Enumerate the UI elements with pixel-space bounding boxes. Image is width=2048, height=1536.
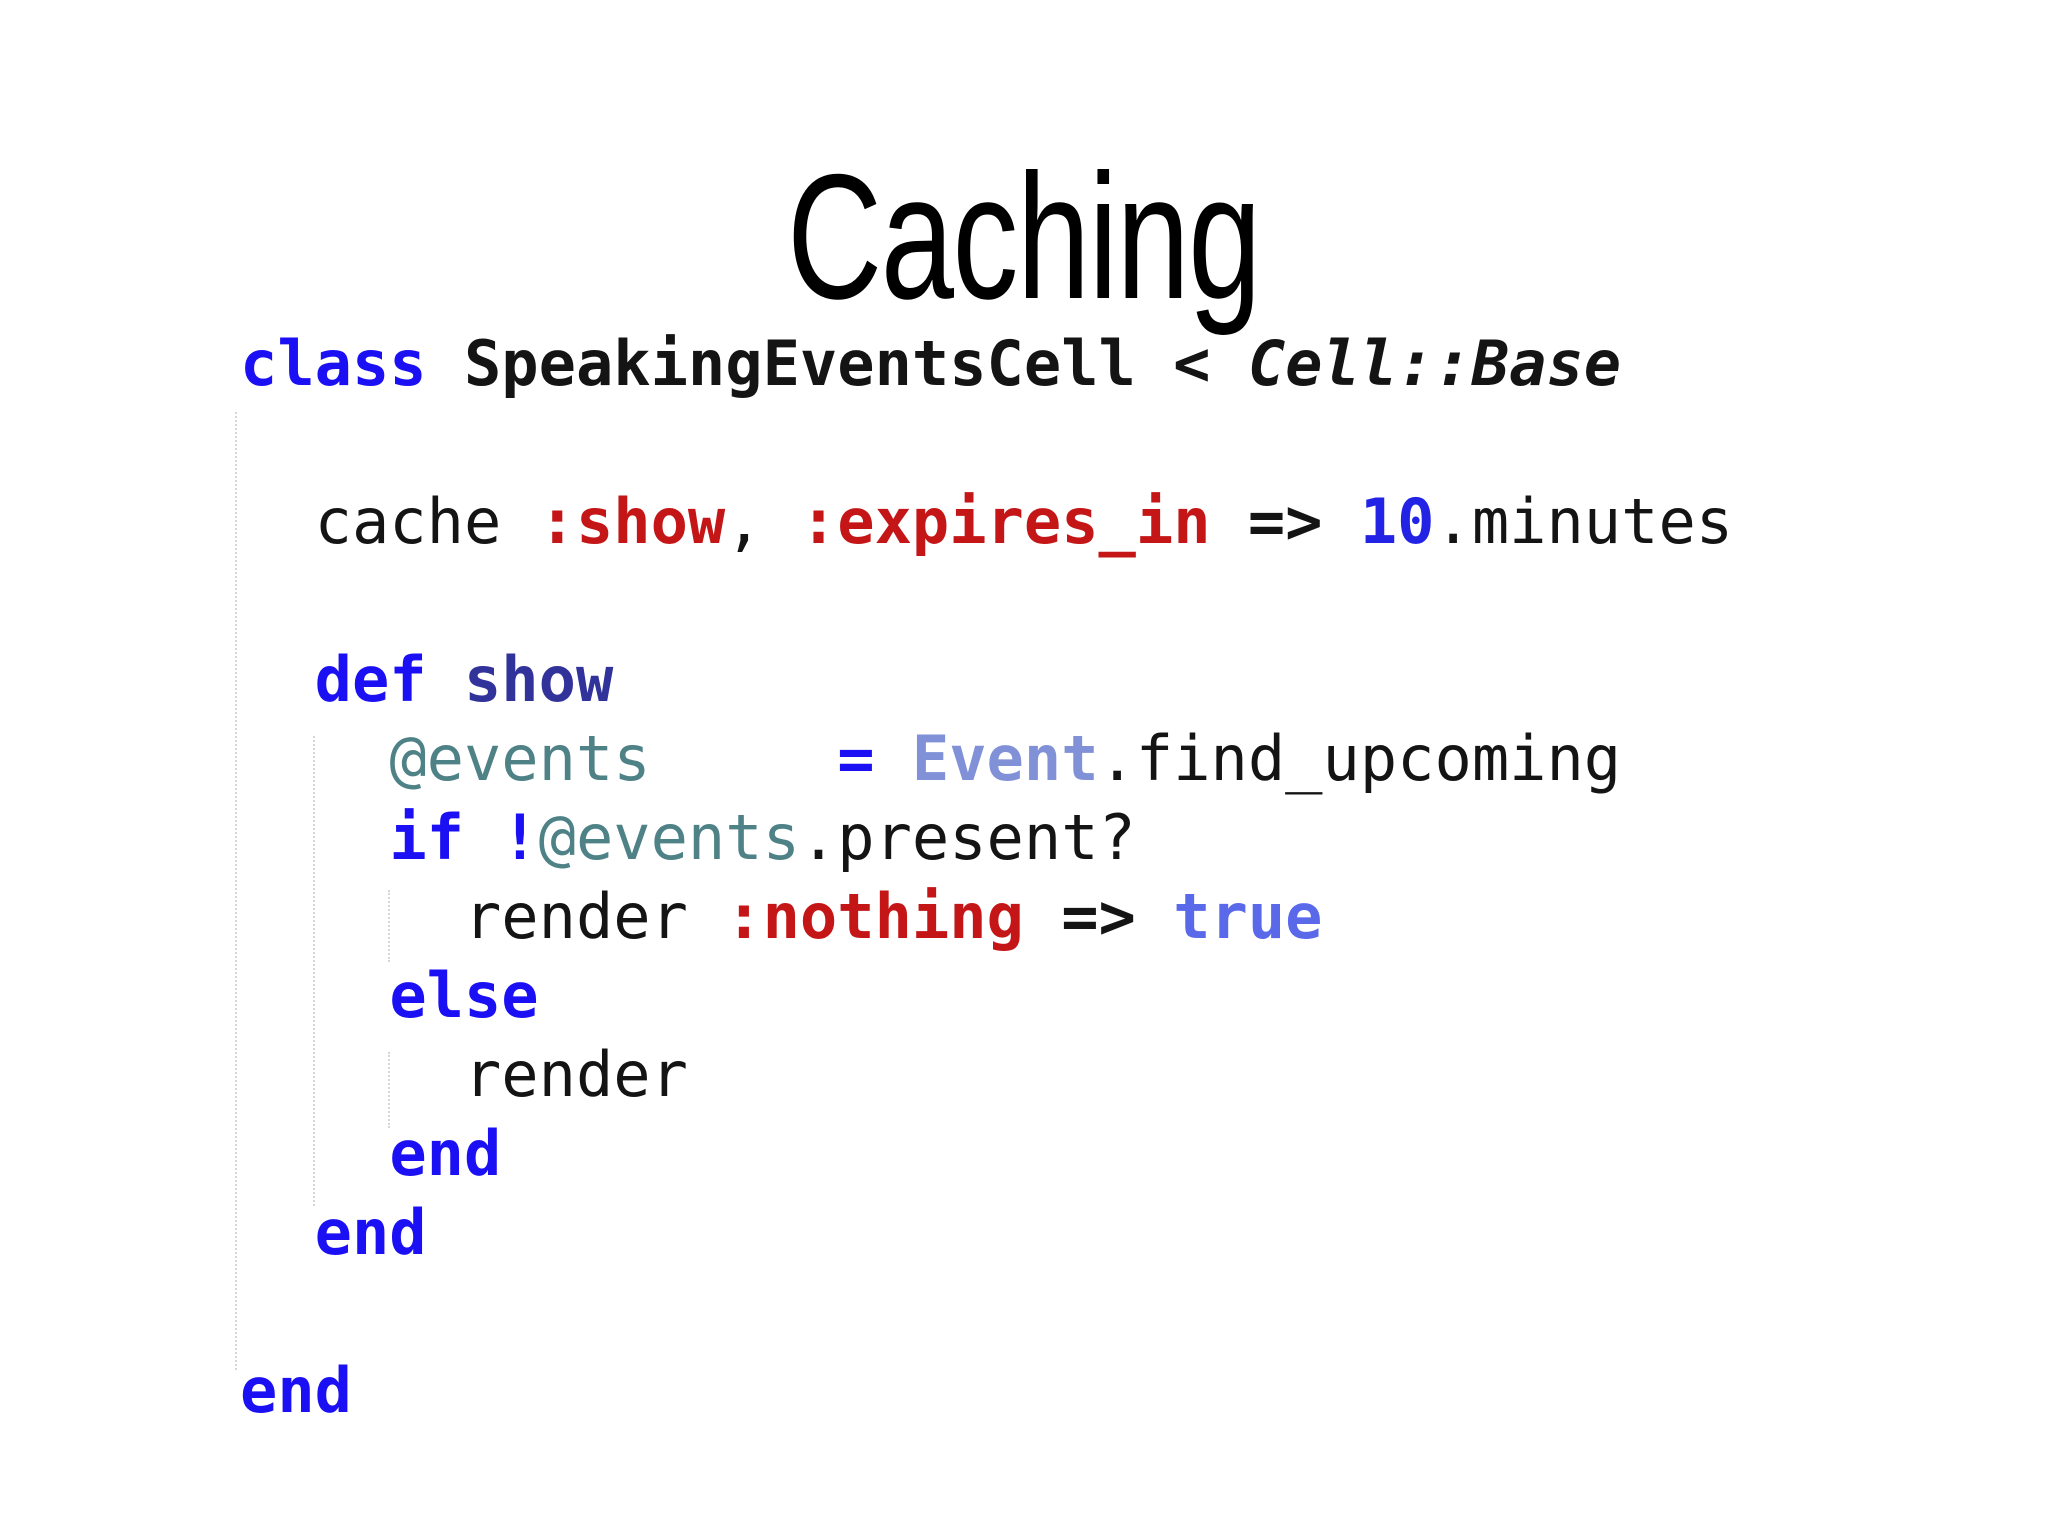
code-token: =>	[1061, 880, 1136, 953]
code-line: render	[240, 1035, 1733, 1114]
code-token: :nothing	[725, 880, 1024, 953]
code-line: class SpeakingEventsCell < Cell::Base	[240, 324, 1733, 403]
code-line: if !@events.present?	[240, 798, 1733, 877]
code-token: end	[389, 1117, 502, 1190]
code-token: @events	[538, 801, 800, 874]
code-line	[240, 403, 1733, 482]
code-token: render	[240, 1038, 688, 1111]
code-token	[651, 722, 838, 795]
code-token: :show	[538, 485, 726, 558]
code-token: @events	[389, 722, 651, 795]
code-line	[240, 561, 1733, 640]
code-token	[240, 722, 389, 795]
code-token: else	[389, 959, 539, 1032]
code-token	[240, 959, 389, 1032]
code-token: ,	[725, 485, 800, 558]
code-token	[1136, 880, 1173, 953]
code-token: SpeakingEventsCell <	[426, 327, 1248, 400]
code-token: .present?	[799, 801, 1136, 874]
code-line: render :nothing => true	[240, 877, 1733, 956]
code-token: end	[314, 1196, 427, 1269]
code-token	[464, 801, 501, 874]
code-token: cache	[240, 485, 539, 558]
slide-title-text: Caching	[787, 137, 1262, 336]
code-token	[875, 722, 912, 795]
code-line: cache :show, :expires_in => 10.minutes	[240, 482, 1733, 561]
code-token: def	[240, 643, 427, 716]
slide-title: Caching	[0, 148, 2048, 326]
code-token	[1323, 485, 1360, 558]
code-block: class SpeakingEventsCell < Cell::Base ca…	[240, 324, 1733, 1430]
code-line: end	[240, 1114, 1733, 1193]
code-token: Cell::Base	[1247, 327, 1622, 400]
code-token: =	[837, 722, 875, 795]
code-token	[1211, 485, 1248, 558]
code-line: end	[240, 1193, 1733, 1272]
code-token: true	[1173, 880, 1323, 953]
code-token: class	[240, 327, 427, 400]
indent-guide	[388, 890, 390, 962]
code-token: :expires_in	[799, 485, 1211, 558]
code-token: !	[501, 801, 539, 874]
code-token: render	[240, 880, 726, 953]
code-token: .minutes	[1434, 485, 1734, 558]
code-token: end	[240, 1354, 352, 1427]
indent-guide	[235, 412, 237, 1370]
code-token: 10	[1359, 485, 1435, 558]
code-token	[240, 1196, 315, 1269]
code-token: .find_upcoming	[1098, 722, 1622, 795]
code-token	[240, 1117, 389, 1190]
code-line: @events = Event.find_upcoming	[240, 719, 1733, 798]
code-token	[1024, 880, 1061, 953]
code-token: Event	[911, 722, 1099, 795]
indent-guide	[313, 736, 315, 1206]
code-line	[240, 1272, 1733, 1351]
code-line: else	[240, 956, 1733, 1035]
code-line: def show	[240, 640, 1733, 719]
code-token: show	[426, 643, 614, 716]
code-line: end	[240, 1351, 1733, 1430]
code-token	[240, 801, 389, 874]
code-token: if	[389, 801, 464, 874]
code-token: =>	[1247, 485, 1323, 558]
indent-guide	[388, 1052, 390, 1128]
